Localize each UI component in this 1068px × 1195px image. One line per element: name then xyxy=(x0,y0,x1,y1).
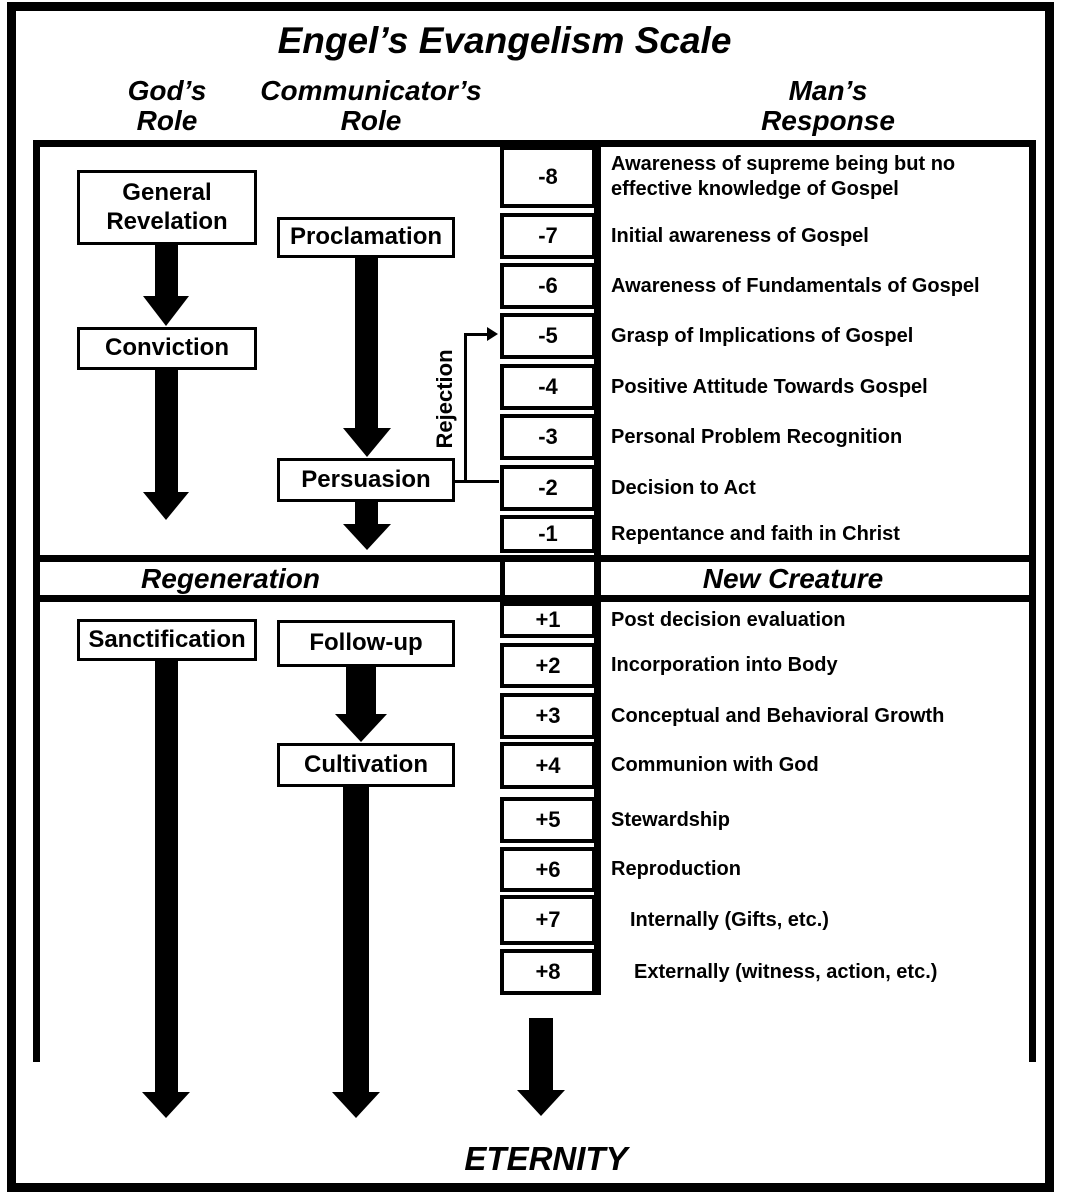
scale-value-neg-3: -3 xyxy=(538,424,558,449)
scale-value-pos-3: +3 xyxy=(535,703,561,728)
scale-desc-pos-6: Reproduction xyxy=(611,858,741,880)
arrow-scale-bottom-shaft xyxy=(529,1018,553,1090)
scale-right-divider xyxy=(594,140,601,995)
scale-cell-neg-3: -3 xyxy=(500,414,596,460)
outer-border xyxy=(7,2,1054,1192)
inner-top-border xyxy=(33,140,1036,147)
arrow-conviction-head-icon xyxy=(143,492,189,520)
scale-desc-pos-5: Stewardship xyxy=(611,808,730,831)
scale-cell-pos-1: +1 xyxy=(500,602,596,638)
header-communicators-role-line1: Communicator’s xyxy=(260,75,482,106)
header-gods-role: God’s Role xyxy=(67,76,267,136)
rejection-bracket-vertical-line xyxy=(464,333,467,483)
persuasion-box: Persuasion xyxy=(277,458,455,502)
scale-desc-neg-4: Positive Attitude Towards Gospel xyxy=(611,375,928,398)
arrow-proclamation-head-icon xyxy=(343,428,391,457)
scale-value-neg-7: -7 xyxy=(538,223,558,248)
scale-desc-pos-7: Internally (Gifts, etc.) xyxy=(630,908,829,931)
scale-desc-pos-8: Externally (witness, action, etc.) xyxy=(634,960,938,983)
scale-cell-neg-1: -1 xyxy=(500,515,596,553)
scale-desc-pos-3: Conceptual and Behavioral Growth xyxy=(611,704,945,727)
arrow-persuasion-shaft xyxy=(355,500,378,524)
conviction-box: Conviction xyxy=(77,327,257,370)
sanctification-box: Sanctification xyxy=(77,619,257,661)
scale-cell-pos-6: +6 xyxy=(500,847,596,892)
scale-desc-neg-2: Decision to Act xyxy=(611,476,756,499)
scale-desc-pos-4: Communion with God xyxy=(611,754,819,776)
scale-cell-pos-5: +5 xyxy=(500,797,596,843)
proclamation-box: Proclamation xyxy=(277,217,455,258)
separator-line-lower xyxy=(33,595,1036,602)
arrow-sanctification-head-icon xyxy=(142,1092,190,1118)
arrow-general-revelation-head-icon xyxy=(143,296,189,326)
header-gods-role-line1: God’s xyxy=(127,75,207,106)
header-communicators-role: Communicator’s Role xyxy=(221,76,521,136)
arrow-cultivation-head-icon xyxy=(332,1092,380,1118)
scale-value-neg-2: -2 xyxy=(538,475,558,500)
scale-cell-pos-3: +3 xyxy=(500,693,596,739)
scale-desc-neg-3: Personal Problem Recognition xyxy=(611,425,903,448)
header-mans-response-line2: Response xyxy=(761,105,895,136)
arrow-scale-bottom-head-icon xyxy=(517,1090,565,1116)
header-gods-role-line2: Role xyxy=(136,105,198,136)
band-scale-left-stub xyxy=(500,562,505,595)
scale-value-pos-8: +8 xyxy=(535,959,561,984)
header-communicators-role-line2: Role xyxy=(340,105,402,136)
scale-value-pos-1: +1 xyxy=(535,607,561,632)
eternity-label: ETERNITY xyxy=(464,1140,628,1177)
scale-desc-neg-5: Grasp of Implications of Gospel xyxy=(611,324,914,347)
arrow-conviction-shaft xyxy=(155,368,178,492)
scale-cell-neg-7: -7 xyxy=(500,213,596,259)
rejection-bracket-bottom-line xyxy=(455,480,499,483)
scale-cell-neg-2: -2 xyxy=(500,465,596,511)
arrow-follow-up-head-icon xyxy=(335,714,387,742)
new-creature-label: New Creature xyxy=(702,562,884,594)
general-revelation-box: General Revelation xyxy=(77,170,257,245)
scale-value-pos-4: +4 xyxy=(535,752,561,778)
scale-desc-neg-8: Awareness of supreme being but no effect… xyxy=(611,153,956,200)
scale-cell-neg-5: -5 xyxy=(500,313,596,359)
scale-cell-pos-2: +2 xyxy=(500,643,596,688)
scale-cell-neg-6: -6 xyxy=(500,263,596,309)
page-title: Engel’s Evangelism Scale xyxy=(277,20,732,61)
regeneration-label: Regeneration xyxy=(141,562,320,594)
scale-value-neg-1: -1 xyxy=(538,521,558,546)
cultivation-box: Cultivation xyxy=(277,743,455,787)
separator-line-upper xyxy=(33,555,1036,562)
scale-cell-pos-4: +4 xyxy=(500,742,596,789)
scale-value-neg-8: -8 xyxy=(538,164,558,189)
scale-value-neg-6: -6 xyxy=(538,273,558,298)
scale-desc-neg-1: Repentance and faith in Christ xyxy=(611,522,900,545)
header-mans-response: Man’s Response xyxy=(678,76,978,136)
scale-value-pos-6: +6 xyxy=(535,856,561,882)
scale-cell-neg-4: -4 xyxy=(500,364,596,410)
scale-value-pos-2: +2 xyxy=(535,652,561,678)
arrow-sanctification-shaft xyxy=(155,659,178,1092)
scale-desc-neg-7: Initial awareness of Gospel xyxy=(611,224,869,247)
scale-value-neg-4: -4 xyxy=(538,374,558,399)
rejection-bracket-top-line xyxy=(464,333,488,336)
arrow-follow-up-shaft xyxy=(346,665,376,714)
scale-cell-pos-8: +8 xyxy=(500,949,596,995)
scale-cell-pos-7: +7 xyxy=(500,895,596,945)
rejection-arrow-head-icon xyxy=(487,327,498,341)
follow-up-box: Follow-up xyxy=(277,620,455,667)
scale-value-pos-7: +7 xyxy=(535,907,561,932)
arrow-cultivation-shaft xyxy=(343,785,369,1092)
header-mans-response-line1: Man’s xyxy=(788,75,868,106)
arrow-general-revelation-shaft xyxy=(155,244,178,296)
scale-cell-neg-8: -8 xyxy=(500,146,596,208)
arrow-persuasion-head-icon xyxy=(343,524,391,550)
arrow-proclamation-shaft xyxy=(355,256,378,428)
scale-desc-pos-1: Post decision evaluation xyxy=(611,608,846,631)
scale-value-neg-5: -5 xyxy=(538,323,558,348)
scale-desc-neg-6: Awareness of Fundamentals of Gospel xyxy=(611,274,980,297)
rejection-label: Rejection xyxy=(432,349,457,449)
scale-value-pos-5: +5 xyxy=(535,807,561,832)
scale-desc-pos-2: Incorporation into Body xyxy=(611,654,838,676)
